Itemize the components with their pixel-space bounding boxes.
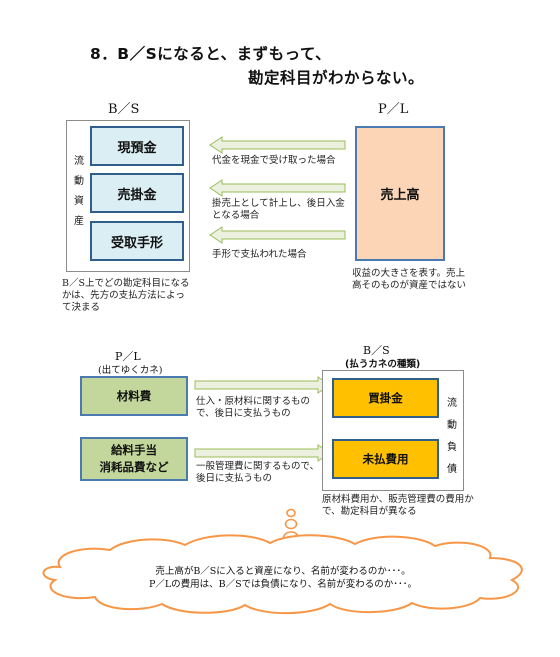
bs-header: B／S bbox=[108, 102, 140, 117]
title-line-1: 8．B／Sになると、まずもって、 bbox=[90, 45, 332, 63]
current-assets-label: 流動資産 bbox=[73, 152, 85, 232]
accounts-payable-box: 買掛金 bbox=[332, 378, 439, 418]
thought-line-1: 売上高がB／Sに入ると資産になり、名前が変わるのか･･･。 bbox=[155, 566, 411, 577]
cash-deposits-label: 現預金 bbox=[117, 140, 157, 156]
material-cost-box: 材料費 bbox=[80, 376, 188, 416]
arrow-cash bbox=[209, 136, 346, 154]
arrow-materials bbox=[194, 376, 331, 394]
bs-header-2: B／S bbox=[363, 344, 390, 357]
thought-bubble-small bbox=[286, 508, 296, 518]
arrow-notes-label: 手形で支払われた場合 bbox=[212, 249, 307, 260]
notes-receivable-label: 受取手形 bbox=[110, 235, 163, 251]
current-liabilities-label: 流動負債 bbox=[446, 393, 458, 481]
thought-bubble-medium bbox=[284, 518, 298, 530]
thought-line-2: P／Lの費用は、B／Sでは負債になり、名前が変わるのか･･･。 bbox=[148, 579, 418, 590]
pl-header: P／L bbox=[378, 102, 409, 117]
arrow-notes bbox=[209, 226, 346, 244]
title-line-2: 勘定科目がわからない。 bbox=[248, 69, 425, 87]
thought-cloud bbox=[42, 534, 523, 615]
arrow-materials-label: 仕入・原材料に関するもので、後日に支払うもの bbox=[196, 396, 311, 419]
pl-header-2: P／L bbox=[115, 350, 141, 363]
accrued-expenses-label: 未払費用 bbox=[362, 452, 409, 466]
accounts-payable-label: 買掛金 bbox=[368, 391, 403, 405]
sales-revenue-box: 売上高 bbox=[355, 126, 445, 261]
salaries-label: 給料手当 bbox=[111, 443, 157, 457]
arrow-cash-label: 代金を現金で受け取った場合 bbox=[212, 155, 336, 166]
current-assets-text: 流動資産 bbox=[74, 156, 84, 227]
thought-text: 売上高がB／Sに入ると資産になり、名前が変わるのか･･･。 P／Lの費用は、B／… bbox=[88, 565, 478, 591]
bs-note: B／S上でどの勘定科目になるかは、先方の支払方法によって決まる bbox=[62, 278, 190, 313]
bs-subheader-2: (払うカネの種類) bbox=[345, 359, 421, 370]
accounts-receivable-label: 売掛金 bbox=[117, 187, 157, 203]
pl-subheader-2: (出てゆくカネ) bbox=[98, 365, 163, 376]
current-liabilities-text: 流動負債 bbox=[447, 398, 457, 475]
material-cost-label: 材料費 bbox=[116, 388, 152, 403]
accounts-receivable-box: 売掛金 bbox=[90, 173, 184, 213]
supplies-label: 消耗品費など bbox=[99, 460, 169, 474]
arrow-receivable-label: 掛売上として計上し、後日入金となる場合 bbox=[212, 198, 345, 221]
sales-revenue-label: 売上高 bbox=[380, 188, 420, 203]
cash-deposits-box: 現預金 bbox=[90, 126, 184, 166]
salaries-supplies-box: 給料手当 消耗品費など bbox=[80, 437, 188, 481]
arrow-salaries-label: 一般管理費に関するもので、後日に支払うもの bbox=[196, 461, 320, 484]
arrow-salaries bbox=[194, 444, 331, 462]
bs-note-2: 原材料費用か、販売管理費の費用かで、勘定科目が異なる bbox=[322, 494, 474, 517]
notes-receivable-box: 受取手形 bbox=[90, 221, 184, 261]
accrued-expenses-box: 未払費用 bbox=[332, 439, 439, 479]
arrow-receivable bbox=[209, 179, 346, 197]
pl-note: 収益の大きさを表す。売上高そのものが資産ではない bbox=[352, 268, 467, 291]
